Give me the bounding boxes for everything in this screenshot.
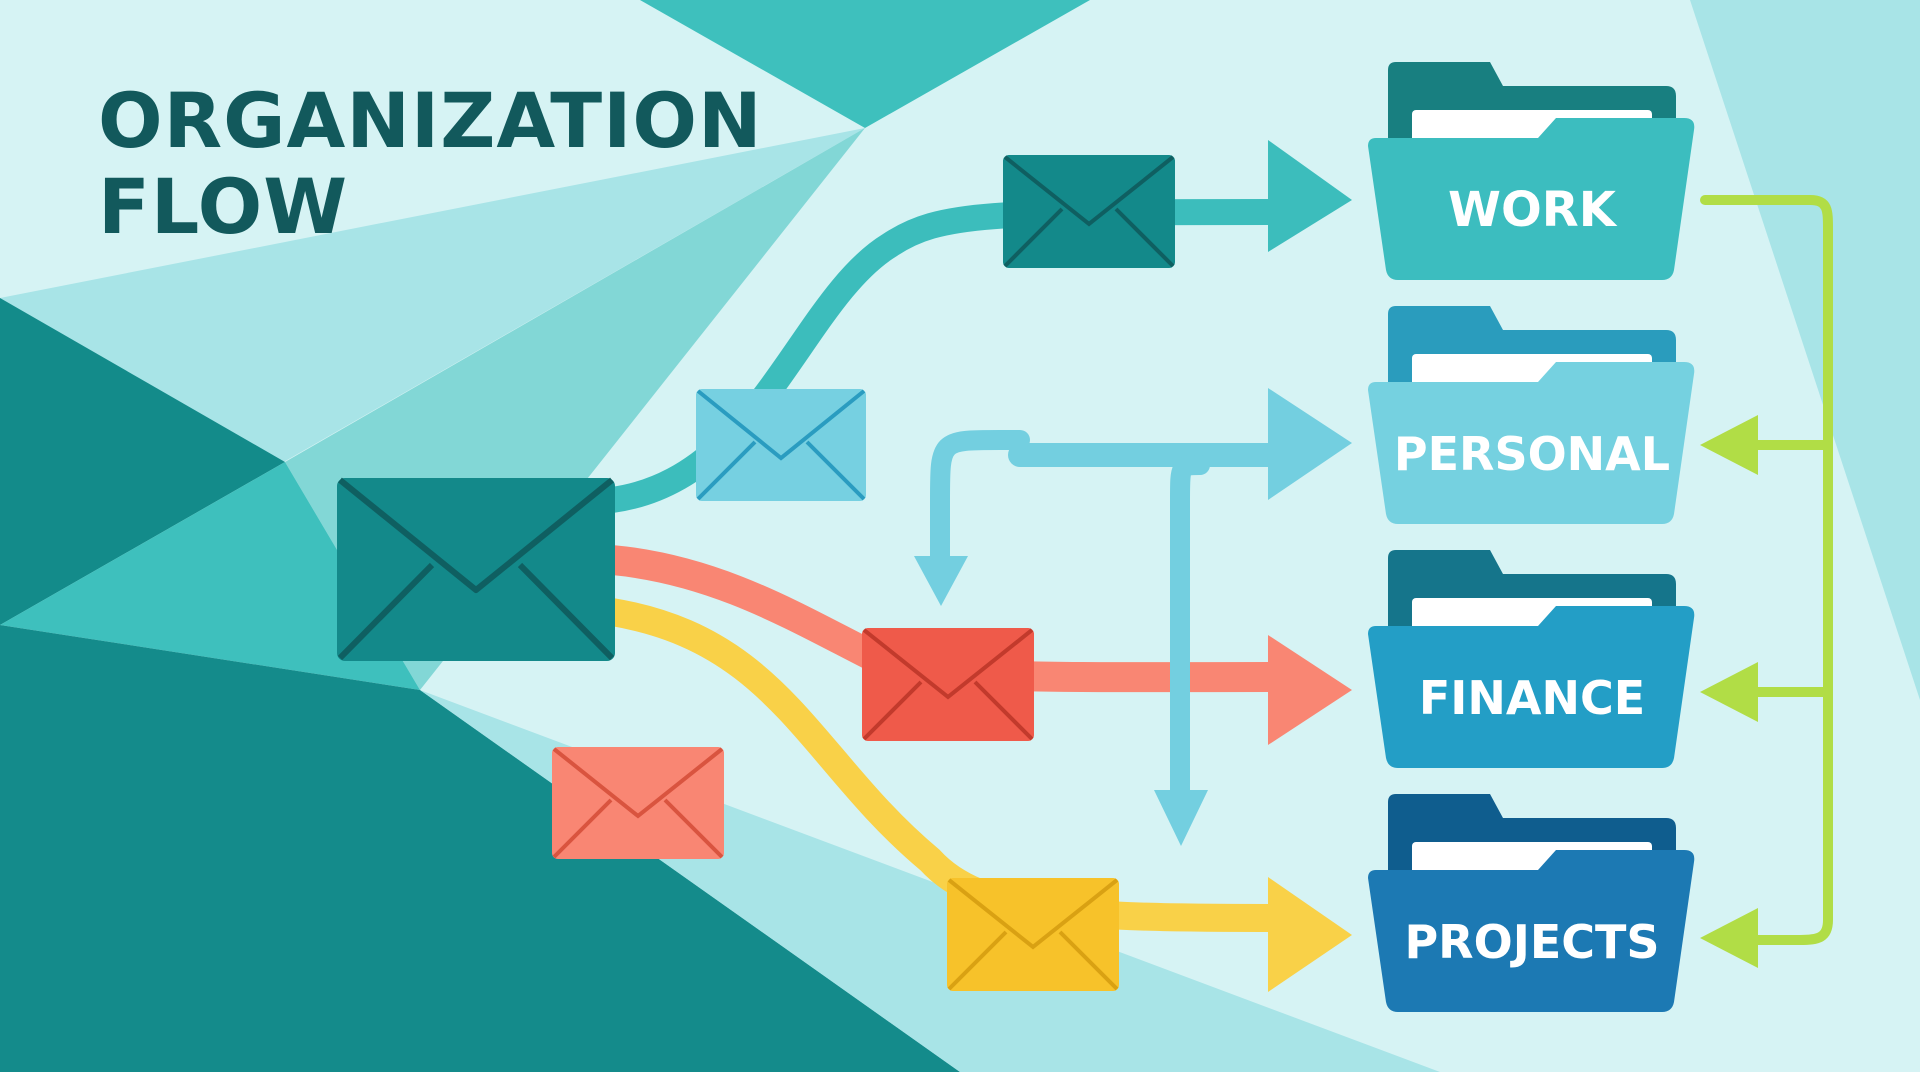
folders: WORK PERSONAL FINANCE PROJECTS bbox=[1368, 62, 1695, 1012]
arrow-icon bbox=[1268, 877, 1352, 992]
title-line-2: FLOW bbox=[98, 162, 349, 251]
folder-label: FINANCE bbox=[1419, 671, 1645, 725]
arrow-icon bbox=[1700, 662, 1758, 722]
envelope-icon bbox=[696, 389, 866, 501]
envelopes bbox=[337, 155, 1175, 991]
connector-lime bbox=[1700, 195, 1833, 945]
folder-label: PERSONAL bbox=[1394, 427, 1670, 481]
arrow-icon bbox=[1268, 635, 1352, 745]
title-line-1: ORGANIZATION bbox=[98, 76, 763, 165]
page-title: ORGANIZATION FLOW bbox=[98, 78, 763, 250]
arrow-icon bbox=[1268, 388, 1352, 500]
folder-work: WORK bbox=[1368, 62, 1695, 280]
envelope-icon bbox=[1003, 155, 1175, 268]
envelope-icon bbox=[337, 477, 615, 661]
arrow-icon bbox=[1700, 908, 1758, 968]
arrow-icon bbox=[914, 556, 968, 606]
connector-personal-loop bbox=[930, 430, 1030, 570]
arrow-heads bbox=[914, 140, 1758, 992]
arrow-icon bbox=[1154, 790, 1208, 846]
envelope-icon bbox=[552, 747, 724, 859]
arrow-icon bbox=[1268, 140, 1352, 252]
folder-finance: FINANCE bbox=[1368, 550, 1695, 768]
envelope-icon bbox=[862, 628, 1034, 741]
connector-personal-down bbox=[1170, 455, 1210, 810]
folder-personal: PERSONAL bbox=[1368, 306, 1695, 524]
folder-label: PROJECTS bbox=[1404, 915, 1659, 969]
folder-projects: PROJECTS bbox=[1368, 794, 1695, 1012]
folder-label: WORK bbox=[1448, 182, 1618, 238]
envelope-icon bbox=[947, 878, 1119, 991]
arrow-icon bbox=[1700, 415, 1758, 475]
